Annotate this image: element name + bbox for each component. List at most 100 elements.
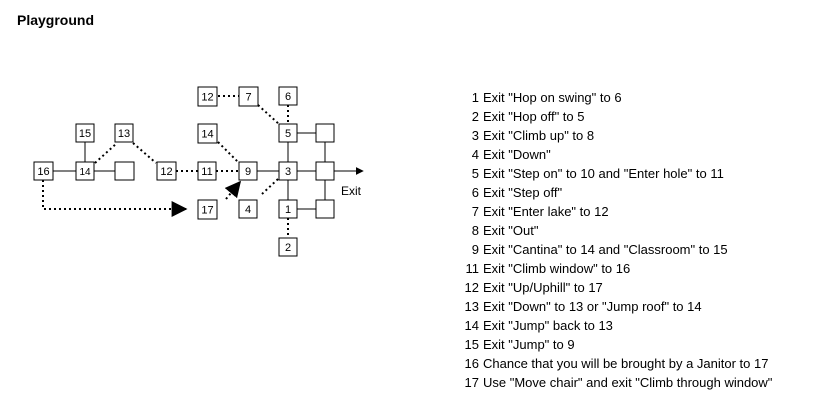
legend-number: 15 (464, 337, 479, 352)
room-13: 13 (114, 123, 134, 143)
dlink-16-17 (42, 180, 188, 217)
legend-number: 5 (471, 166, 479, 181)
room-14-upper: 14 (197, 123, 218, 144)
legend-row: 16 Chance that you will be brought by a J… (455, 354, 772, 373)
room-label: 3 (285, 166, 291, 178)
room-label: 11 (201, 166, 212, 178)
legend-row: 14 Exit "Jump" back to 13 (455, 316, 772, 335)
room-7: 7 (238, 86, 259, 107)
legend-number: 11 (465, 261, 480, 276)
legend-number: 16 (464, 356, 479, 371)
room-unlabeled-upper-right (315, 123, 335, 143)
legend-text: Exit "Out" (483, 223, 539, 238)
exit-label: Exit (341, 184, 362, 198)
legend-text: Chance that you will be brought by a Jan… (483, 356, 769, 371)
legend-number: 12 (464, 280, 479, 295)
room-label: 7 (245, 92, 251, 104)
dlink-14-13 (94, 142, 118, 164)
room-label: 9 (245, 166, 251, 178)
room-1: 1 (278, 199, 298, 219)
legend-row: 4 Exit "Down" (455, 145, 772, 164)
legend-text: Exit "Climb up" to 8 (483, 128, 595, 143)
room-label: 1 (285, 204, 291, 216)
room-label: 16 (37, 166, 49, 178)
legend-number: 13 (464, 299, 479, 314)
solid-connections (53, 132, 364, 210)
legend-number: 2 (471, 109, 479, 124)
legend-row: 8 Exit "Out" (455, 221, 772, 240)
dlink-17-9 (224, 180, 242, 200)
legend-text: Exit "Climb window" to 16 (483, 261, 631, 276)
rooms: 12 7 6 5 15 13 14 (33, 86, 335, 257)
legend-number: 6 (471, 185, 479, 200)
room-16: 16 (33, 161, 54, 181)
legend-text: Exit "Cantina" to 14 and "Classroom" to … (483, 242, 728, 257)
room-5: 5 (278, 123, 298, 143)
legend-row: 5 Exit "Step on" to 10 and "Enter hole" t… (455, 164, 772, 183)
legend-number: 1 (471, 90, 479, 105)
legend-row: 12 Exit "Up/Uphill" to 17 (455, 278, 772, 297)
dlink-7-5 (257, 104, 281, 126)
room-label: 5 (285, 128, 291, 140)
room-unlabeled-lower-right (315, 199, 335, 219)
dlink-13-12 (132, 142, 157, 164)
room-9: 9 (238, 161, 258, 181)
legend-row: 15 Exit "Jump" to 9 (455, 335, 772, 354)
legend-row: 2 Exit "Hop off" to 5 (455, 107, 772, 126)
room-label: 13 (118, 128, 130, 140)
room-4: 4 (238, 199, 258, 219)
legend-row: 1 Exit "Hop on swing" to 6 (455, 88, 772, 107)
room-label: 6 (285, 91, 291, 103)
room-12-middle: 12 (156, 161, 177, 181)
legend-text: Exit "Up/Uphill" to 17 (483, 280, 603, 295)
legend-row: 17 Use "Move chair" and exit "Climb throu… (455, 373, 773, 392)
legend-row: 3 Exit "Climb up" to 8 (455, 126, 772, 145)
legend-number: 17 (464, 375, 479, 390)
legend-row: 9 Exit "Cantina" to 14 and "Classroom" to… (455, 240, 772, 259)
legend-text: Exit "Down" (483, 147, 551, 162)
room-17: 17 (197, 199, 218, 220)
room-label: 17 (201, 205, 213, 217)
room-label: 14 (79, 167, 91, 178)
room-label: 12 (160, 166, 172, 178)
legend-row: 6 Exit "Step off" (455, 183, 772, 202)
legend-row: 7 Exit "Enter lake" to 12 (455, 202, 772, 221)
room-label: 15 (79, 128, 91, 140)
legend-number: 4 (471, 147, 479, 162)
room-15: 15 (75, 123, 95, 143)
legend-row: 13 Exit "Down" to 13 or "Jump roof" to 14 (455, 297, 772, 316)
legend-text: Exit "Step off" (483, 185, 563, 200)
room-label: 12 (201, 92, 213, 104)
room-12-top: 12 (197, 86, 218, 107)
legend-text: Exit "Down" to 13 or "Jump roof" to 14 (483, 299, 702, 314)
dlink-3-4 (261, 178, 279, 195)
dlink-14-9 (217, 141, 239, 163)
legend-text: Exit "Hop off" to 5 (483, 109, 585, 124)
room-14-left: 14 (75, 161, 95, 181)
legend-text: Exit "Jump" back to 13 (483, 318, 613, 333)
legend-text: Exit "Enter lake" to 12 (483, 204, 609, 219)
legend-text: Exit "Step on" to 10 and "Enter hole" to… (483, 166, 724, 181)
page-title: Playground (17, 12, 95, 28)
legend-number: 7 (471, 204, 479, 219)
legend-text: Exit "Jump" to 9 (483, 337, 575, 352)
dotted-connections (42, 95, 289, 238)
room-3: 3 (278, 161, 298, 181)
room-label: 4 (245, 204, 251, 216)
room-2: 2 (278, 237, 298, 257)
legend-text: Use "Move chair" and exit "Climb through… (483, 375, 773, 390)
legend-number: 9 (471, 242, 479, 257)
room-unlabeled-left (114, 161, 135, 181)
legend-number: 3 (471, 128, 479, 143)
room-label: 2 (285, 242, 291, 254)
legend-number: 14 (464, 318, 479, 333)
room-6: 6 (278, 86, 298, 106)
legend-list: 1 Exit "Hop on swing" to 6 2 Exit "Hop off… (455, 88, 773, 392)
legend-number: 8 (471, 223, 479, 238)
room-label: 14 (201, 129, 213, 141)
legend-text: Exit "Hop on swing" to 6 (483, 90, 622, 105)
room-11: 11 (197, 161, 217, 181)
room-unlabeled-right (315, 161, 335, 181)
